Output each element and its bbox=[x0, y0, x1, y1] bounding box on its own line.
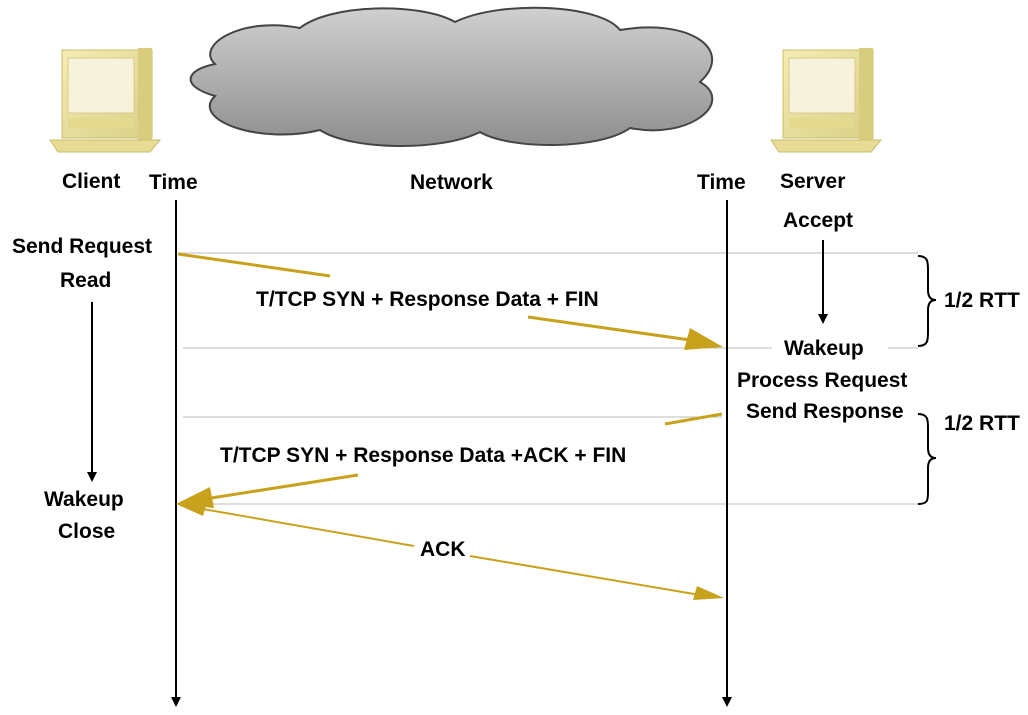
network-cloud-icon bbox=[189, 6, 714, 147]
message-request-label: T/TCP SYN + Response Data + FIN bbox=[256, 288, 599, 311]
message-response: T/TCP SYN + Response Data +ACK + FIN bbox=[176, 412, 723, 508]
client-computer-icon bbox=[49, 48, 162, 153]
rtt-label-2: 1/2 RTT bbox=[944, 412, 1020, 435]
server-time-label: Time bbox=[697, 171, 746, 194]
client-wakeup-label: Wakeup bbox=[44, 488, 124, 511]
guide-lines bbox=[178, 252, 918, 505]
message-ack: ACK bbox=[176, 502, 724, 600]
server-accept-label: Accept bbox=[783, 209, 853, 232]
server-send-response-label: Send Response bbox=[746, 400, 904, 423]
server-label: Server bbox=[780, 170, 845, 193]
server-wakeup-label: Wakeup bbox=[784, 337, 864, 360]
rtt-brace-1 bbox=[917, 255, 937, 347]
client-send-request-label: Send Request bbox=[12, 235, 152, 258]
server-process-request-label: Process Request bbox=[737, 369, 907, 392]
client-time-label: Time bbox=[149, 171, 198, 194]
rtt-brace-2 bbox=[917, 413, 937, 505]
server-computer-icon bbox=[770, 48, 883, 153]
client-read-label: Read bbox=[60, 269, 111, 292]
message-request: T/TCP SYN + Response Data + FIN bbox=[177, 252, 723, 350]
network-label: Network bbox=[410, 171, 493, 194]
client-close-label: Close bbox=[58, 520, 115, 543]
message-ack-label: ACK bbox=[420, 538, 466, 561]
client-label: Client bbox=[62, 170, 120, 193]
message-response-label: T/TCP SYN + Response Data +ACK + FIN bbox=[220, 444, 626, 467]
rtt-label-1: 1/2 RTT bbox=[944, 289, 1020, 312]
